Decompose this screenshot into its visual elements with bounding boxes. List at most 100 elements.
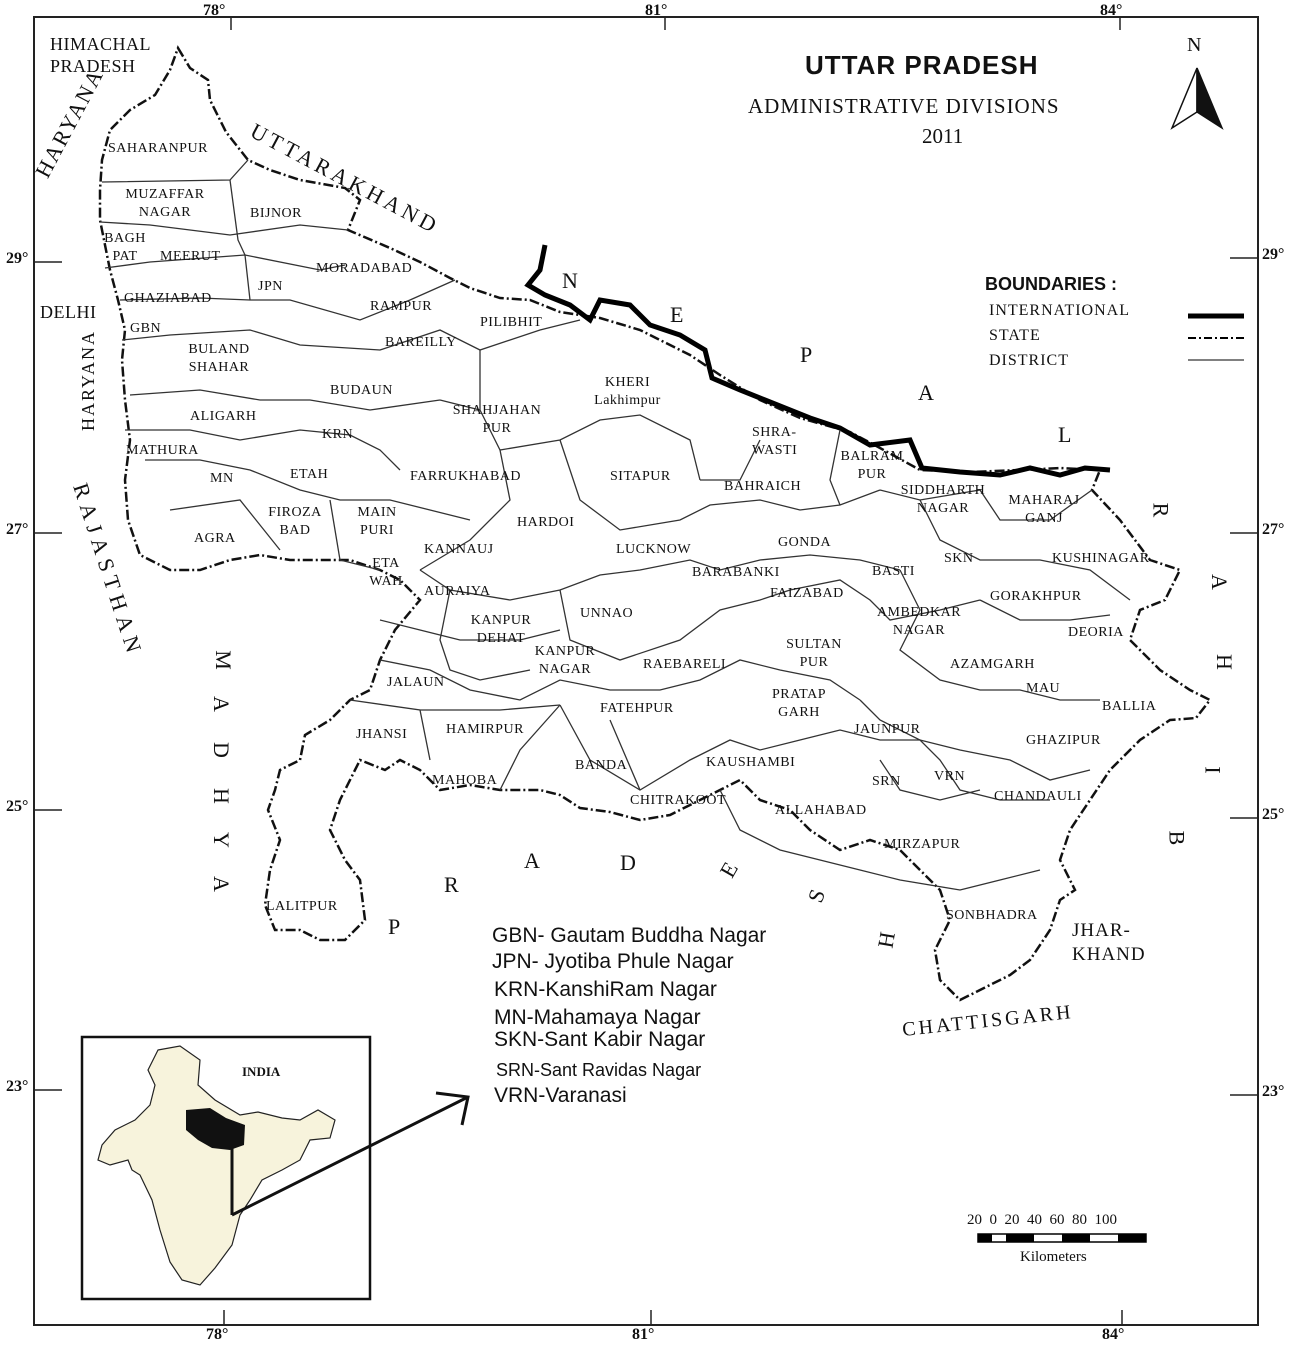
india-outline (97, 1045, 336, 1286)
district-barabanki: BARABANKI (692, 565, 780, 580)
district-aligarh: ALIGARH (190, 409, 257, 424)
legend-samples (1188, 313, 1244, 361)
district-mirzapur: MIRZAPUR (884, 837, 961, 852)
district-saharanpur: SAHARANPUR (108, 141, 208, 156)
district-muzaffar-nagar: MUZAFFAR NAGAR (125, 187, 205, 220)
neighbour-pradesh-r: R (444, 872, 461, 897)
district-ambedkar-nagar: AMBEDKAR NAGAR (876, 605, 962, 638)
neighbour-himachal-2: PRADESH (50, 56, 136, 76)
district-bagh-pat: BAGH PAT (104, 231, 146, 264)
district-sultanpur: SULTAN PUR (786, 637, 842, 670)
district-mn: MN (210, 471, 234, 486)
coord-right-29: 29° (1262, 246, 1285, 263)
neighbour-madhya-h: H (208, 788, 234, 806)
legend-district: DISTRICT (989, 352, 1069, 369)
district-mainpuri: MAIN PURI (357, 505, 397, 538)
district-gonda: GONDA (778, 535, 832, 550)
district-unnao: UNNAO (580, 606, 634, 621)
coord-right-27: 27° (1262, 521, 1285, 538)
map-title: UTTAR PRADESH (805, 50, 1039, 80)
district-buland-shahar: BULAND SHAHAR (188, 342, 250, 375)
district-kushinagar: KUSHINAGAR (1052, 551, 1150, 566)
scale-bar (977, 1233, 1147, 1243)
district-shrawasti: SHRA- WASTI (752, 425, 798, 458)
neighbour-madhya-y: Y (208, 832, 234, 850)
district-rampur: RAMPUR (370, 299, 433, 314)
inset-india-label: INDIA (242, 1064, 281, 1079)
india-inset (80, 1035, 372, 1301)
district-kannauj: KANNAUJ (424, 542, 494, 557)
neighbour-nepal-p: P (800, 342, 815, 367)
neighbour-jharkhand-1: JHAR- (1072, 920, 1131, 941)
north-label: N (1187, 34, 1202, 56)
pointer-arrow (230, 1091, 470, 1217)
coord-left-25: 25° (6, 798, 29, 815)
state-boundary (98, 45, 1212, 1002)
coord-bottom-81: 81° (632, 1326, 655, 1343)
district-faizabad: FAIZABAD (770, 586, 844, 601)
neighbour-nepal-a: A (918, 380, 936, 405)
district-krn: KRN (322, 427, 354, 442)
district-agra: AGRA (194, 531, 236, 546)
map-subtitle: ADMINISTRATIVE DIVISIONS (748, 94, 1060, 118)
abbr-mn: MN-Mahamaya Nagar (494, 1006, 701, 1029)
district-balrampur: BALRAM PUR (840, 449, 904, 482)
district-sonbhadra: SONBHADRA (946, 908, 1038, 923)
district-srn: SRN (872, 774, 901, 789)
district-fatehpur: FATEHPUR (600, 701, 674, 716)
up-highlight (186, 1108, 245, 1150)
coord-bottom-84: 84° (1102, 1326, 1125, 1343)
neighbour-madhya-m: M (210, 650, 236, 672)
neighbour-madhya-a1: A (208, 696, 234, 714)
district-lucknow: LUCKNOW (616, 542, 692, 557)
coord-top-78: 78° (203, 2, 226, 19)
coord-left-27: 27° (6, 521, 29, 538)
district-bahraich: BAHRAICH (724, 479, 802, 494)
graticule-ticks (33, 16, 1259, 1326)
district-etawah: ETA WAH (369, 556, 403, 589)
abbr-skn: SKN-Sant Kabir Nagar (494, 1028, 706, 1051)
district-budaun: BUDAUN (330, 383, 393, 398)
abbr-srn: SRN-Sant Ravidas Nagar (496, 1060, 702, 1080)
district-shahjahan-pur: SHAHJAHAN PUR (452, 403, 542, 436)
district-jpn: JPN (258, 279, 283, 294)
legend-title: BOUNDARIES : (985, 274, 1118, 294)
north-arrow (1170, 67, 1224, 130)
scale-numbers: 20 0 20 40 60 80 100 (967, 1212, 1117, 1228)
district-kaushambi: KAUSHAMBI (706, 755, 796, 770)
map-year: 2011 (922, 124, 964, 148)
district-boundaries (99, 159, 1131, 891)
neighbour-delhi: DELHI (40, 302, 97, 322)
neighbour-bihar-i: I (1200, 766, 1226, 776)
district-bareilly: BAREILLY (385, 335, 457, 350)
district-pratapgarh: PRATAP GARH (771, 687, 826, 720)
abbr-jpn: JPN- Jyotiba Phule Nagar (492, 950, 734, 973)
district-kanpur-nagar: KANPUR NAGAR (534, 644, 596, 677)
coord-right-25: 25° (1262, 806, 1285, 823)
neighbour-madhya-a2: A (208, 876, 234, 894)
district-maharajganj: MAHARAJ GANJ (1008, 493, 1080, 526)
district-hamirpur: HAMIRPUR (446, 722, 524, 737)
neighbour-bihar-r: R (1148, 502, 1174, 520)
district-chitrakoot: CHITRAKOOT (630, 793, 726, 808)
district-gbn: GBN (130, 321, 162, 336)
district-sitapur: SITAPUR (610, 469, 671, 484)
district-lalitpur: LALITPUR (266, 899, 338, 914)
district-chandauli: CHANDAULI (994, 789, 1082, 804)
legend-state: STATE (989, 327, 1041, 344)
district-meerut: MEERUT (160, 249, 221, 264)
district-basti: BASTI (872, 564, 915, 579)
neighbour-pradesh-a: A (524, 848, 542, 873)
neighbour-nepal-e: E (670, 302, 686, 327)
international-boundary (524, 244, 1111, 478)
neighbour-bihar-b: B (1164, 830, 1190, 848)
district-banda: BANDA (575, 758, 628, 773)
district-auraiya: AURAIYA (424, 584, 491, 599)
neighbour-bihar-a: A (1206, 574, 1232, 592)
district-gorakhpur: GORAKHPUR (990, 589, 1082, 604)
district-skn: SKN (944, 551, 974, 566)
neighbour-madhya-d: D (208, 742, 234, 760)
district-allahabad: ALLAHABAD (775, 803, 867, 818)
district-vrn: VRN (934, 769, 966, 784)
